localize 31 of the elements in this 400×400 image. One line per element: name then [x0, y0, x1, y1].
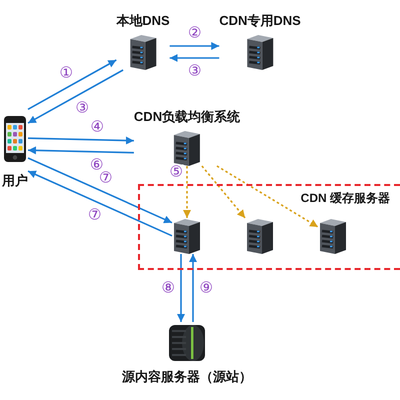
group-label: CDN 缓存服务器: [300, 192, 390, 204]
arrow: [170, 54, 220, 62]
arrow: [28, 146, 134, 154]
edge-label: ⑨: [198, 280, 214, 296]
node-label: 源内容服务器（源站）: [122, 370, 252, 383]
edge-label: ⑦: [87, 208, 102, 223]
edge-label: ①: [58, 66, 74, 81]
node-label: CDN负载均衡系统: [134, 110, 240, 123]
dashed-group-box: [138, 184, 400, 270]
edge-label: ⑦: [98, 170, 113, 186]
dotted-arrow: [201, 165, 246, 219]
edge-label: ③: [74, 100, 90, 116]
edge-label: ⑥: [89, 157, 104, 172]
dotted-arrow: [216, 165, 318, 228]
node-label: 本地DNS: [116, 14, 170, 27]
arrow: [28, 59, 117, 110]
arrow: [177, 254, 185, 322]
arrow: [28, 69, 124, 124]
arrow: [170, 42, 220, 50]
arrow: [28, 136, 134, 144]
node-label: CDN专用DNS: [219, 14, 301, 27]
edge-label: ④: [90, 119, 105, 134]
edge-label: ②: [186, 26, 202, 40]
dotted-arrow: [183, 166, 191, 218]
edge-label: ⑤: [168, 164, 184, 180]
arrow: [28, 157, 172, 224]
edge-label: ③: [186, 64, 202, 78]
arrow: [189, 254, 197, 322]
edge-label: ⑧: [160, 280, 176, 296]
arrow: [28, 170, 172, 237]
node-label: 用户: [2, 174, 28, 187]
